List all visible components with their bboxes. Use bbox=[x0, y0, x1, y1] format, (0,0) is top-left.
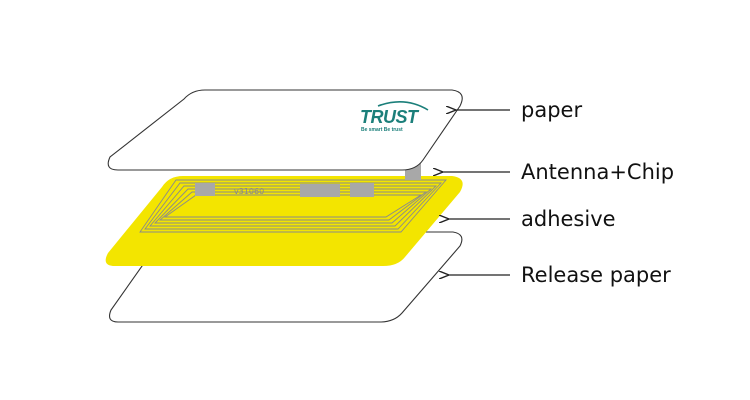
label-paper: paper bbox=[521, 98, 582, 122]
chip-pad-left bbox=[195, 183, 215, 196]
inlay-marking: v31060 bbox=[234, 187, 264, 196]
logo-brand: TRUST bbox=[360, 107, 420, 127]
label-antenna-chip: Antenna+Chip bbox=[521, 160, 674, 184]
chip-pad-right bbox=[350, 183, 374, 197]
label-release-paper: Release paper bbox=[521, 263, 671, 287]
adhesive-layer bbox=[105, 176, 463, 266]
trust-logo: TRUST Be smart Be trust bbox=[360, 101, 429, 133]
paper-layer bbox=[107, 89, 463, 171]
label-adhesive: adhesive bbox=[521, 207, 616, 231]
logo-tagline: Be smart Be trust bbox=[361, 127, 403, 133]
chip-pad-center bbox=[300, 184, 340, 197]
logo-swoosh bbox=[377, 101, 429, 111]
